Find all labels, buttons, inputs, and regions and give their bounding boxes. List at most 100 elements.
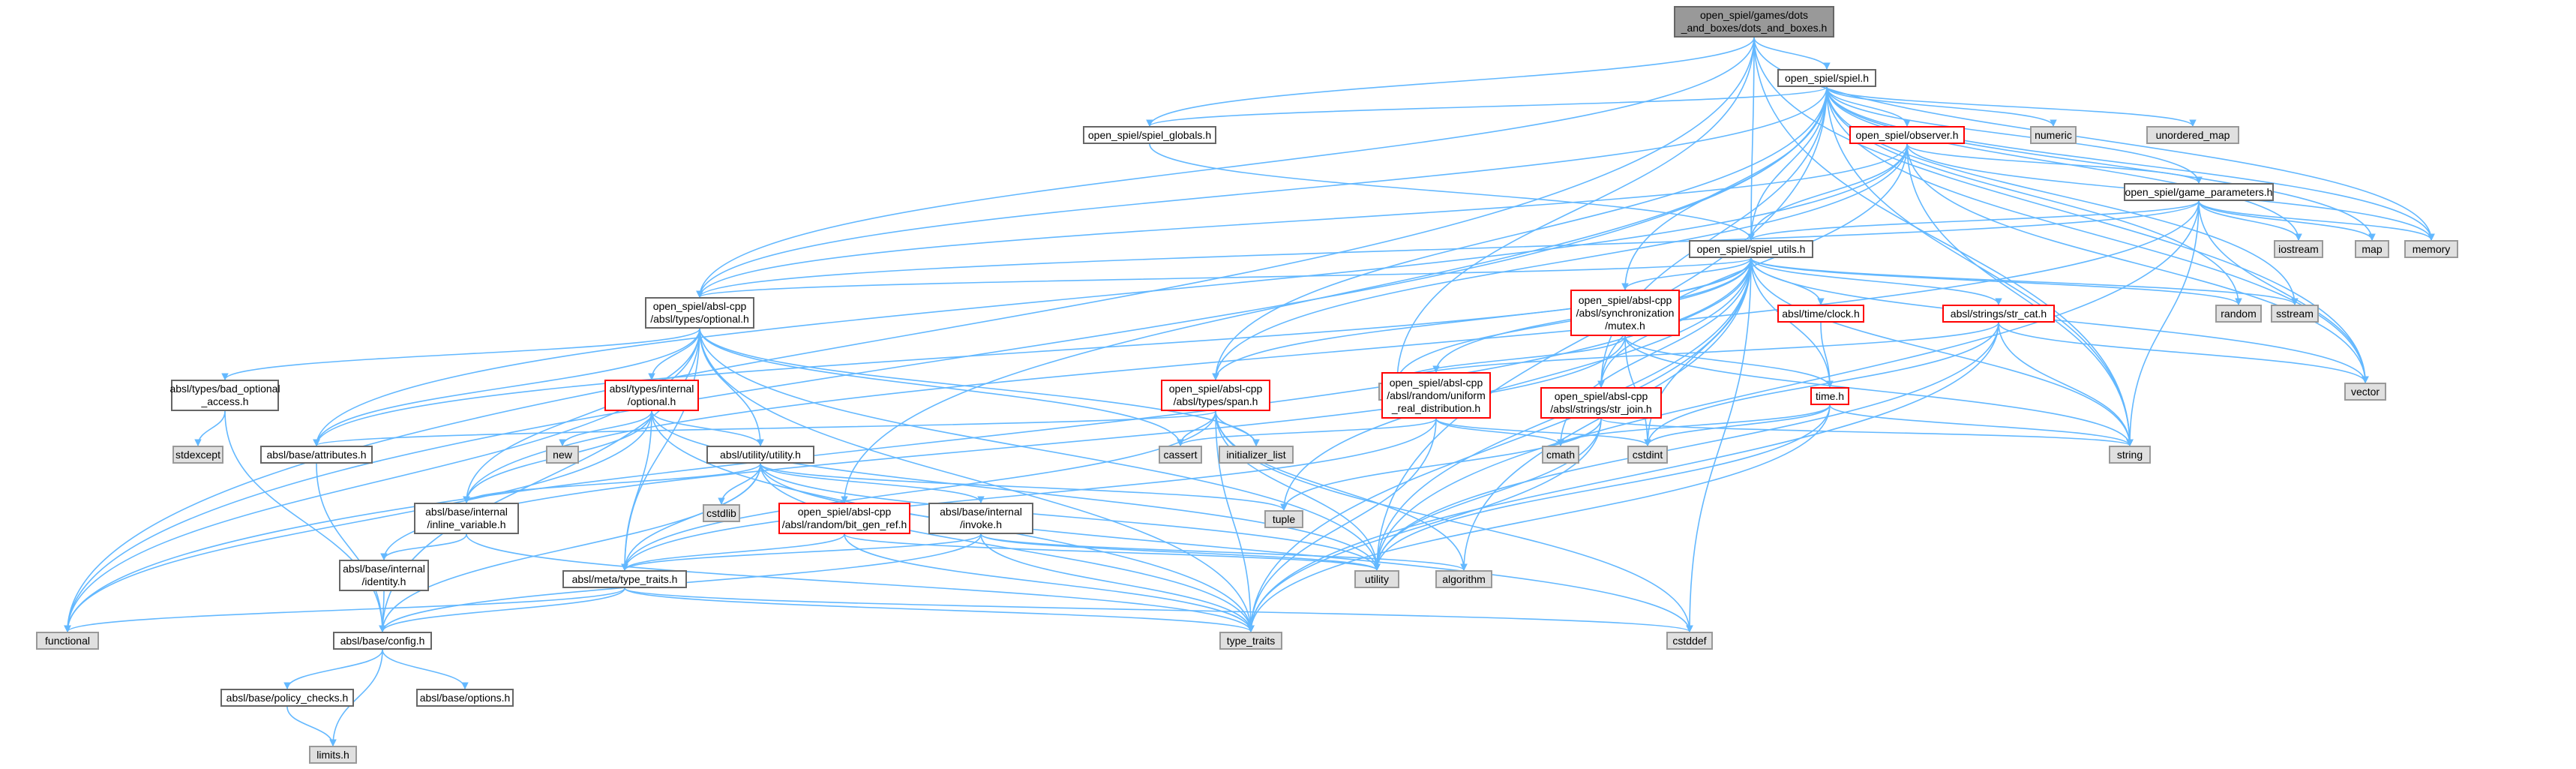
edge-game_params-to-optional_h — [696, 200, 2200, 298]
edge-spiel_h-to-optional_h — [696, 86, 1828, 298]
edge-type_traits_h-to-functional — [64, 587, 625, 632]
node-unordered-map: unordered_map — [2146, 126, 2239, 144]
edge-time_h-to-cmath — [1557, 404, 1831, 446]
edge-observer-to-game_params — [1906, 143, 2203, 184]
node-spiel-globals[interactable]: open_spiel/spiel_globals.h — [1083, 126, 1216, 144]
node-observer[interactable]: open_spiel/observer.h — [1849, 126, 1965, 144]
edge-span_h-to-algorithm — [1215, 410, 1468, 571]
edge-optional_h-to-initializer_list — [699, 328, 1260, 446]
node-bad-optional-access[interactable]: absl/types/bad_optional _access.h — [169, 380, 280, 411]
edge-observer-to-optional_h — [696, 143, 1908, 298]
edge-bad_optional-to-config — [224, 410, 386, 632]
edge-inline_variable-to-identity — [380, 533, 467, 560]
edge-span_h-to-utility — [1215, 410, 1381, 571]
node-span-h[interactable]: open_spiel/absl-cpp /absl/types/span.h — [1161, 380, 1270, 411]
edge-str_join-to-tuple — [1280, 418, 1602, 511]
node-iostream: iostream — [2274, 240, 2323, 258]
node-clock-h[interactable]: absl/time/clock.h — [1777, 305, 1864, 323]
edge-time_h-to-cstdint — [1644, 404, 1831, 446]
edge-game_params-to-memory — [2198, 200, 2435, 241]
edge-game_params-to-spiel_utils — [1747, 200, 2200, 241]
edge-str_cat-to-array — [1393, 322, 1999, 383]
edge-str_cat-to-utility — [1373, 322, 1999, 571]
edge-spiel_utils-to-time_h — [1750, 257, 1834, 388]
node-str-join[interactable]: open_spiel/absl-cpp /absl/strings/str_jo… — [1540, 387, 1662, 419]
node-numeric: numeric — [2030, 126, 2077, 144]
edge-spiel_h-to-observer — [1826, 86, 1911, 127]
node-vector: vector — [2344, 383, 2386, 401]
edge-spiel_utils-to-type_traits — [1247, 257, 1752, 632]
node-random: random — [2215, 305, 2262, 323]
node-mutex-h[interactable]: open_spiel/absl-cpp /absl/synchronizatio… — [1570, 290, 1680, 336]
node-attributes[interactable]: absl/base/attributes.h — [260, 446, 373, 464]
node-time-h[interactable]: time.h — [1810, 387, 1849, 405]
edge-utility_h-to-cstddef — [760, 463, 1693, 632]
node-internal-optional[interactable]: absl/types/internal /optional.h — [604, 380, 699, 411]
edge-internal_optional-to-utility_h — [651, 410, 764, 446]
edge-spiel_utils-to-mutex_h — [1621, 257, 1752, 290]
edge-policy_checks-to-limits — [286, 706, 337, 746]
edge-root-to-spiel_h — [1753, 37, 1831, 70]
edge-uniform_real-to-type_traits_h — [621, 418, 1437, 571]
edge-game_params-to-vector — [2198, 200, 2369, 383]
node-type-traits: type_traits — [1219, 632, 1282, 650]
edge-invoke-to-algorithm — [980, 533, 1468, 571]
node-limits: limits.h — [309, 746, 357, 764]
edge-uniform_real-to-cassert — [1177, 418, 1437, 446]
edge-utility_h-to-type_traits — [760, 463, 1255, 632]
edge-spiel_utils-to-cstddef — [1686, 257, 1752, 632]
node-inline-variable[interactable]: absl/base/internal /inline_variable.h — [414, 503, 519, 534]
edge-internal_optional-to-new — [559, 410, 652, 446]
node-config[interactable]: absl/base/config.h — [333, 632, 432, 650]
edge-utility_h-to-tuple — [760, 463, 1288, 511]
node-invoke[interactable]: absl/base/internal /invoke.h — [928, 503, 1033, 534]
node-str-cat[interactable]: absl/strings/str_cat.h — [1942, 305, 2055, 323]
edge-type_traits_h-to-type_traits — [624, 587, 1255, 632]
edge-utility_h-to-inline_variable — [463, 463, 761, 503]
node-memory: memory — [2404, 240, 2458, 258]
edge-config-to-limits — [329, 649, 383, 746]
node-spiel-utils[interactable]: open_spiel/spiel_utils.h — [1689, 240, 1813, 258]
edge-uniform_real-to-type_traits — [1247, 418, 1437, 632]
edge-invoke-to-type_traits — [980, 533, 1255, 632]
node-optional-h[interactable]: open_spiel/absl-cpp /absl/types/optional… — [645, 297, 754, 329]
edge-root-to-vector — [1753, 37, 2369, 383]
node-type-traits-h[interactable]: absl/meta/type_traits.h — [562, 570, 687, 588]
node-tuple: tuple — [1264, 510, 1303, 528]
edge-config-to-options — [382, 649, 469, 689]
node-root[interactable]: open_spiel/games/dots _and_boxes/dots_an… — [1674, 6, 1834, 38]
node-game-parameters[interactable]: open_spiel/game_parameters.h — [2124, 183, 2274, 201]
edge-root-to-functional — [64, 37, 1755, 632]
node-cstddef: cstddef — [1666, 632, 1713, 650]
edge-spiel_h-to-numeric — [1826, 86, 2057, 127]
edge-spiel_h-to-memory — [1826, 86, 2435, 241]
edge-spiel_h-to-map — [1826, 86, 2376, 241]
node-bit-gen-ref[interactable]: open_spiel/absl-cpp /absl/random/bit_gen… — [778, 503, 910, 534]
node-spiel-h[interactable]: open_spiel/spiel.h — [1777, 69, 1876, 87]
edge-spiel_h-to-functional — [64, 86, 1828, 632]
edge-root-to-string — [1753, 37, 2134, 446]
edge-game_params-to-string — [2126, 200, 2200, 446]
node-policy-checks[interactable]: absl/base/policy_checks.h — [220, 689, 354, 707]
node-utility-h[interactable]: absl/utility/utility.h — [706, 446, 814, 464]
edge-attributes-to-config — [316, 463, 386, 632]
edge-clock_h-to-time_h — [1820, 322, 1834, 388]
edge-observer-to-string — [1906, 143, 2134, 446]
edge-type_traits_h-to-config — [379, 587, 625, 632]
node-identity[interactable]: absl/base/internal /identity.h — [339, 560, 429, 591]
edge-utility_h-to-config — [379, 463, 761, 632]
edge-game_params-to-utility — [1373, 200, 2200, 571]
edge-spiel_h-to-span_h — [1212, 86, 1828, 380]
node-options[interactable]: absl/base/options.h — [416, 689, 514, 707]
edge-observer-to-spiel_utils — [1747, 143, 1908, 241]
edge-internal_optional-to-type_traits_h — [621, 410, 652, 571]
edge-optional_h-to-attributes — [313, 328, 700, 446]
node-sstream: sstream — [2271, 305, 2319, 323]
edge-invoke-to-type_traits_h — [621, 533, 982, 571]
edge-game_params-to-iostream — [2198, 200, 2302, 241]
edge-optional_h-to-utility — [699, 328, 1381, 571]
edge-spiel_utils-to-sstream — [1750, 257, 2299, 305]
node-uniform-real-distribution[interactable]: open_spiel/absl-cpp /absl/random/uniform… — [1381, 372, 1491, 419]
edge-uniform_real-to-cmath — [1435, 418, 1564, 446]
